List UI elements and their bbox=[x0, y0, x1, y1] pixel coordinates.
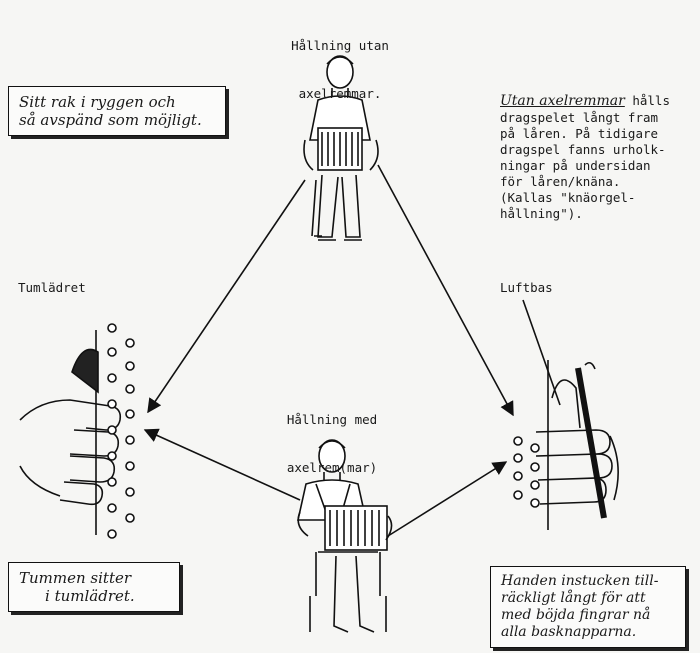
strapless-explanation: Utan axelremmar hålls dragspelet långt f… bbox=[500, 92, 696, 222]
pointer-luftbas bbox=[522, 299, 561, 406]
strapless-line: hållning"). bbox=[500, 206, 583, 221]
strapless-heading: Utan axelremmar bbox=[500, 93, 625, 109]
left-bass-button-grid bbox=[107, 323, 135, 539]
strapless-line: (Kallas "knäorgel- bbox=[500, 190, 636, 205]
strapless-line: på låren. På tidigare bbox=[500, 126, 659, 141]
hand-note-box: Handen instucken till- räckligt långt fö… bbox=[490, 566, 686, 648]
posture-note-box: Sitt rak i ryggen och så avspänd som möj… bbox=[8, 86, 226, 136]
strapless-first-line-rest: hålls bbox=[624, 93, 670, 108]
arrow-top-to-left-hand bbox=[147, 179, 306, 414]
arrow-seated-to-right-hand bbox=[387, 461, 508, 537]
seated-player-figure bbox=[297, 439, 393, 633]
posture-note-line2: så avspänd som möjligt. bbox=[19, 111, 202, 129]
posture-note-line1: Sitt rak i ryggen och bbox=[19, 93, 176, 111]
arrows bbox=[143, 164, 561, 537]
strapless-explanation-line1: Utan axelremmar hålls bbox=[500, 92, 696, 110]
strapless-line: dragspel fanns urholk- bbox=[500, 142, 666, 157]
top-caption-line1: Hållning utan bbox=[291, 38, 389, 53]
thumb-note-box: Tummen sitter i tumlädret. bbox=[8, 562, 180, 612]
hand-note-line: räckligt långt för att bbox=[501, 590, 646, 606]
top-caption-line2: axelremmar. bbox=[298, 86, 382, 101]
label-tumladret: Tumlädret bbox=[18, 280, 86, 295]
thumb-note-line1: Tummen sitter bbox=[19, 569, 132, 587]
hand-note-line: Handen instucken till- bbox=[501, 573, 659, 589]
strapless-line: dragspelet långt fram bbox=[500, 110, 659, 125]
arrow-seated-to-left-hand bbox=[143, 428, 301, 501]
strapless-line: ningar på undersidan bbox=[500, 158, 651, 173]
hand-note-line: alla basknapparna. bbox=[501, 624, 637, 640]
strapless-line: för låren/knäna. bbox=[500, 174, 621, 189]
left-hand-illustration bbox=[19, 330, 122, 535]
thumb-note-line2: i tumlädret. bbox=[45, 587, 135, 605]
label-luftbas: Luftbas bbox=[500, 280, 553, 295]
right-bass-button-grid bbox=[513, 436, 540, 508]
hand-note-line: med böjda fingrar nå bbox=[501, 607, 651, 623]
right-hand-illustration bbox=[535, 360, 619, 530]
arrow-top-to-right-hand bbox=[377, 164, 514, 417]
middle-caption-line2: axelrem(mar) bbox=[286, 460, 378, 475]
standing-player-figure bbox=[303, 55, 379, 241]
middle-caption-line1: Hållning med bbox=[286, 412, 378, 427]
top-caption: Hållning utan axelremmar. bbox=[260, 6, 420, 118]
middle-caption: Hållning med axelrem(mar) bbox=[252, 380, 412, 492]
